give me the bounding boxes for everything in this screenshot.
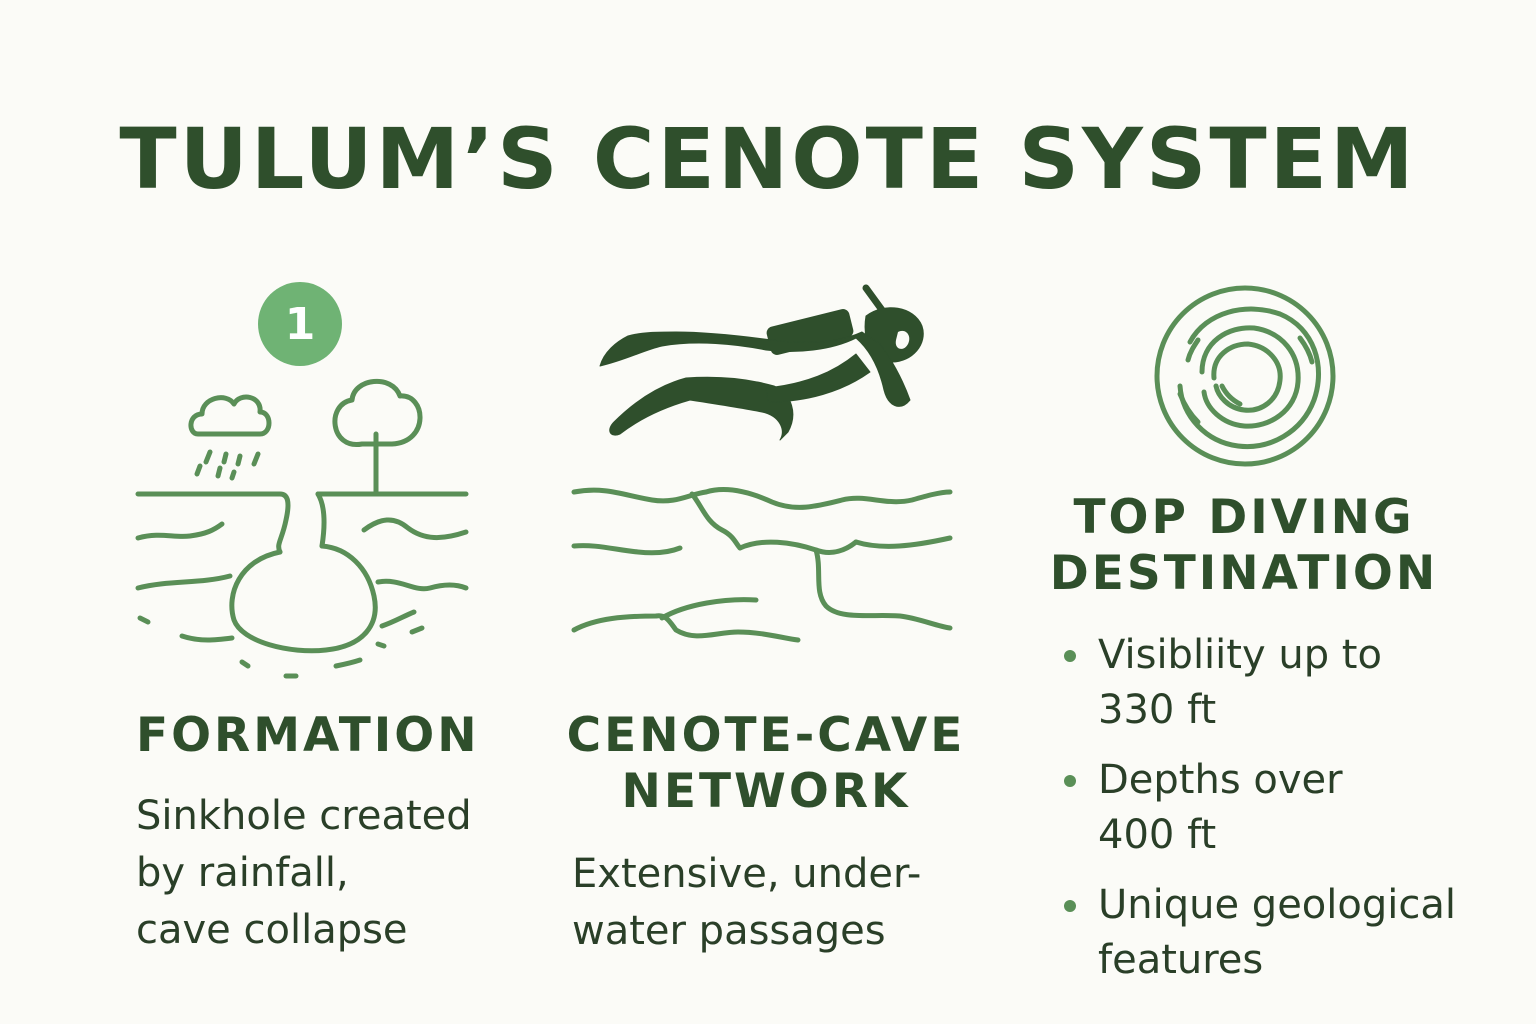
text-line: 330 ft — [1098, 687, 1217, 733]
bullet-dot-icon — [1064, 900, 1076, 912]
cave-network-heading: CENOTE-CAVE NETWORK — [566, 708, 966, 820]
list-item: Visibliity up to 330 ft — [1064, 628, 1514, 738]
cenote-rings-icon — [1154, 285, 1336, 467]
scuba-diver-icon — [599, 284, 924, 441]
heading-line: DESTINATION — [1049, 546, 1439, 601]
text-line: water passages — [572, 908, 886, 954]
formation-heading: FORMATION — [136, 708, 480, 763]
destination-bullet-list: Visibliity up to 330 ft Depths over 400 … — [1064, 628, 1514, 1003]
destination-heading: TOP DIVING DESTINATION — [1044, 490, 1444, 602]
tree-icon — [332, 379, 423, 495]
text-line: Unique geological — [1098, 882, 1456, 928]
bullet-dot-icon — [1064, 650, 1076, 662]
page-title: TULUM’S CENOTE SYSTEM — [119, 110, 1417, 208]
text-line: Visibliity up to — [1098, 632, 1382, 678]
text-line: Depths over — [1098, 757, 1343, 803]
formation-description: Sinkhole created by rainfall, cave colla… — [136, 788, 536, 959]
heading-line: TOP DIVING — [1073, 490, 1415, 545]
text-line: cave collapse — [136, 907, 408, 953]
text-line: Sinkhole created — [136, 793, 472, 839]
text-line: Extensive, under- — [572, 851, 922, 897]
list-item: Depths over 400 ft — [1064, 753, 1514, 863]
step-number-badge: 1 — [258, 282, 342, 366]
heading-line: NETWORK — [621, 764, 911, 819]
heading-line: CENOTE-CAVE — [566, 708, 966, 763]
text-line: 400 ft — [1098, 812, 1217, 858]
list-item: Unique geological features — [1064, 878, 1514, 988]
cave-network-description: Extensive, under- water passages — [572, 846, 992, 960]
sinkhole-formation-icon — [135, 379, 469, 679]
scuba-diver-cave-icon — [571, 284, 953, 643]
text-line: features — [1098, 937, 1264, 983]
text-line: by rainfall, — [136, 850, 349, 896]
cloud-icon — [188, 394, 272, 437]
bullet-dot-icon — [1064, 775, 1076, 787]
